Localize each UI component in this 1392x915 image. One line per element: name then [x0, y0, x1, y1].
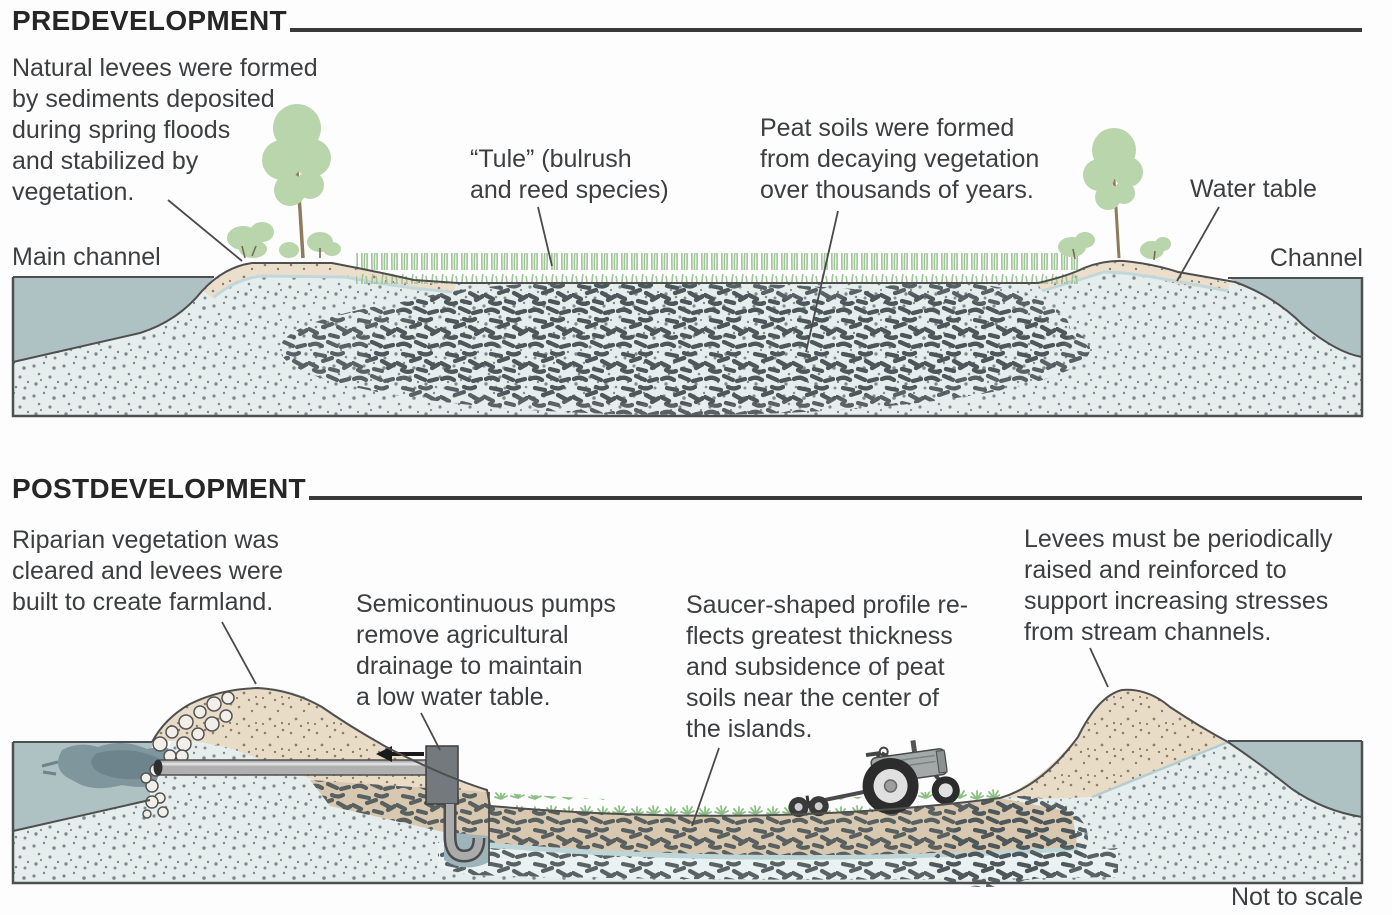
- postdevelopment-title-rule: [308, 496, 1362, 500]
- farm-peat-layer: [487, 790, 1078, 859]
- flow-direction-arrow: [376, 746, 424, 762]
- postdevelopment-title: POSTDEVELOPMENT: [12, 473, 306, 504]
- annotation-pumps: Semicontinuous pumps remove agricultural…: [356, 590, 616, 711]
- predevelopment-title: PREDEVELOPMENT: [12, 5, 287, 36]
- annotation-natural-levees: Natural levees were formed by sediments …: [12, 54, 318, 206]
- pump-icon: [425, 745, 459, 805]
- predev-outlines: [11, 259, 1364, 418]
- drainage-pipe: [153, 759, 431, 776]
- postdevelopment-cross-section: [11, 621, 1364, 887]
- predev-leader-lines: [167, 199, 1220, 353]
- tractor-icon: [788, 740, 960, 817]
- predevelopment-title-rule: [289, 28, 1362, 32]
- label-not-to-scale: Not to scale: [1230, 883, 1363, 911]
- annotation-peat-soils: Peat soils were formed from decaying veg…: [760, 114, 1040, 204]
- peat-soil-body: [280, 282, 1090, 415]
- leader-natural-levees: [167, 199, 243, 262]
- label-channel: Channel: [1269, 244, 1363, 272]
- predevelopment-header: PREDEVELOPMENT: [12, 5, 1362, 37]
- label-main-channel: Main channel: [12, 243, 161, 271]
- shrubs-icon: [227, 222, 341, 259]
- tree-icon: [262, 104, 331, 259]
- leader-tule: [537, 206, 553, 267]
- leader-water-table: [1176, 206, 1220, 282]
- predevelopment-cross-section: [11, 104, 1364, 418]
- annotation-riparian: Riparian vegetation was cleared and leve…: [12, 526, 283, 616]
- shrubs-icon: [1058, 232, 1171, 261]
- postdev-outlines: [11, 686, 1364, 885]
- tule-grass: [356, 253, 1080, 284]
- saturated-peat-layer: [438, 796, 1118, 887]
- leader-levee: [1089, 647, 1109, 688]
- annotation-tule: “Tule” (bulrush and reed species): [470, 145, 669, 204]
- leader-peat: [805, 210, 839, 353]
- tree-icon: [1083, 128, 1143, 259]
- leader-riparian: [221, 621, 257, 685]
- suction-pipe: [443, 804, 486, 863]
- postdev-leader-lines: [221, 621, 1109, 827]
- main-channel-water: [13, 277, 214, 363]
- right-stream-water: [1228, 741, 1362, 816]
- postdevelopment-header: POSTDEVELOPMENT: [12, 473, 1362, 505]
- right-built-levee: [1002, 689, 1229, 799]
- label-water-table: Water table: [1190, 175, 1317, 203]
- annotation-levees-reinforced: Levees must be periodically raised and r…: [1024, 525, 1333, 646]
- leader-pump: [420, 712, 441, 751]
- left-natural-levee-cap: [203, 264, 456, 299]
- annotation-saucer: Saucer-shaped profile re- flects greates…: [686, 591, 969, 743]
- leader-saucer: [691, 747, 720, 827]
